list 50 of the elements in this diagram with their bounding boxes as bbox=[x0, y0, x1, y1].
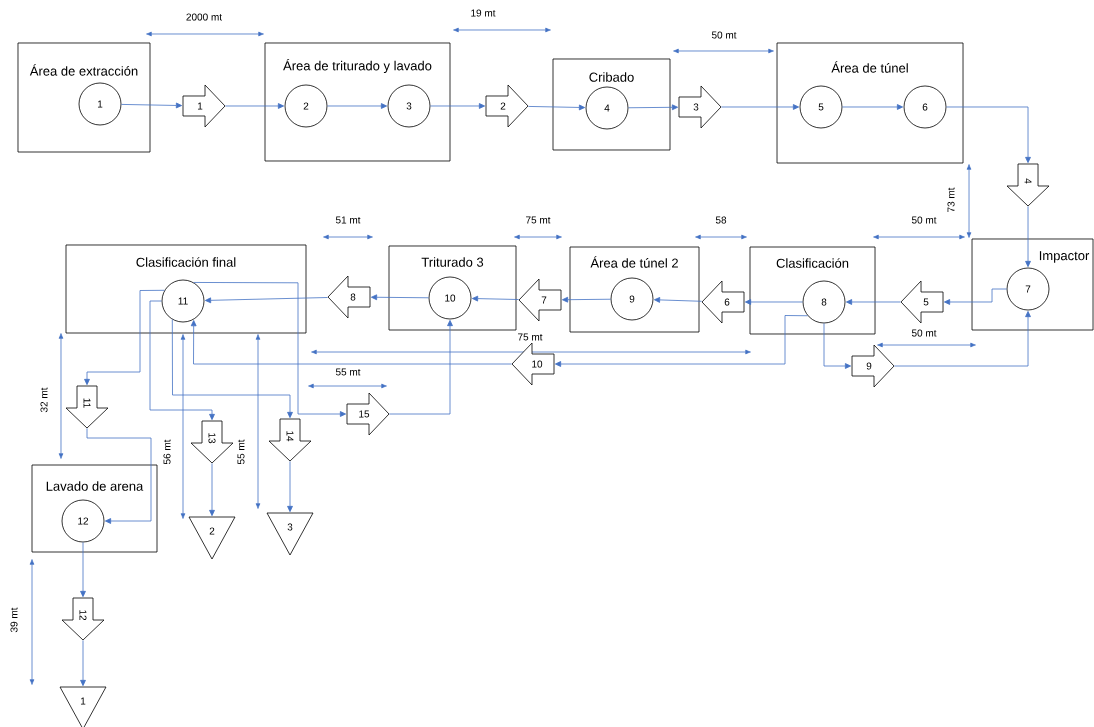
dimension-label: 75 mt bbox=[518, 333, 543, 341]
dimension-label: 50 mt bbox=[711, 31, 737, 39]
flow-arrow bbox=[721, 104, 800, 110]
flow-arrow bbox=[823, 323, 852, 369]
flow-arrow bbox=[204, 297, 328, 304]
dimension-label: 58 bbox=[715, 216, 727, 224]
dimension-label: 32 mt bbox=[40, 387, 48, 413]
flow-arrow bbox=[327, 103, 388, 109]
flow-arrow bbox=[1025, 206, 1031, 268]
dimension-label: 56 mt bbox=[163, 439, 171, 465]
flow-arrow bbox=[190, 320, 512, 365]
dimension-label: 50 mt bbox=[911, 216, 937, 224]
dimension-label: 51 mt bbox=[335, 216, 361, 224]
flow-arrow bbox=[225, 103, 285, 109]
flow-arrow bbox=[80, 542, 86, 598]
dimension-label: 2000 mt bbox=[186, 13, 222, 21]
dimension-label: 73 mt bbox=[947, 187, 955, 212]
flow-arrow bbox=[654, 297, 702, 303]
flow-arrow bbox=[171, 319, 293, 419]
dimension-label: 75 mt bbox=[526, 216, 551, 224]
flow-arrow bbox=[562, 296, 611, 303]
flow-arrow bbox=[944, 288, 1007, 305]
flow-arrow bbox=[121, 102, 183, 109]
flow-arrow bbox=[86, 428, 152, 524]
flow-arrow bbox=[894, 311, 1031, 367]
storage-triangle: 1 bbox=[59, 686, 107, 727]
dimension-label: 55 mt bbox=[335, 368, 361, 376]
flow-arrow bbox=[287, 461, 293, 513]
dimension-label: 55 mt bbox=[237, 439, 245, 465]
dimension-label: 39 mt bbox=[10, 607, 18, 633]
flow-arrow bbox=[946, 106, 1031, 163]
flow-arrow bbox=[430, 103, 486, 109]
flow-arrow bbox=[745, 299, 803, 305]
flow-arrow bbox=[84, 289, 165, 386]
flow-arrow bbox=[846, 299, 901, 305]
flow-arrow bbox=[209, 463, 215, 517]
flow-arrow bbox=[628, 104, 679, 111]
flow-arrow bbox=[472, 295, 519, 302]
flow-arrow bbox=[193, 282, 347, 417]
dimension-label: 50 mt bbox=[911, 329, 937, 337]
dimension-label: 19 mt bbox=[471, 9, 496, 17]
flow-arrow bbox=[528, 104, 586, 111]
flow-arrow bbox=[842, 104, 904, 110]
flow-arrow bbox=[80, 640, 86, 687]
flow-arrow bbox=[149, 300, 215, 421]
flow-arrow bbox=[555, 315, 808, 367]
storage-triangle: 3 bbox=[266, 512, 314, 556]
storage-triangle: 2 bbox=[188, 516, 236, 560]
flow-arrow bbox=[371, 294, 429, 301]
flow-arrow bbox=[389, 320, 453, 415]
